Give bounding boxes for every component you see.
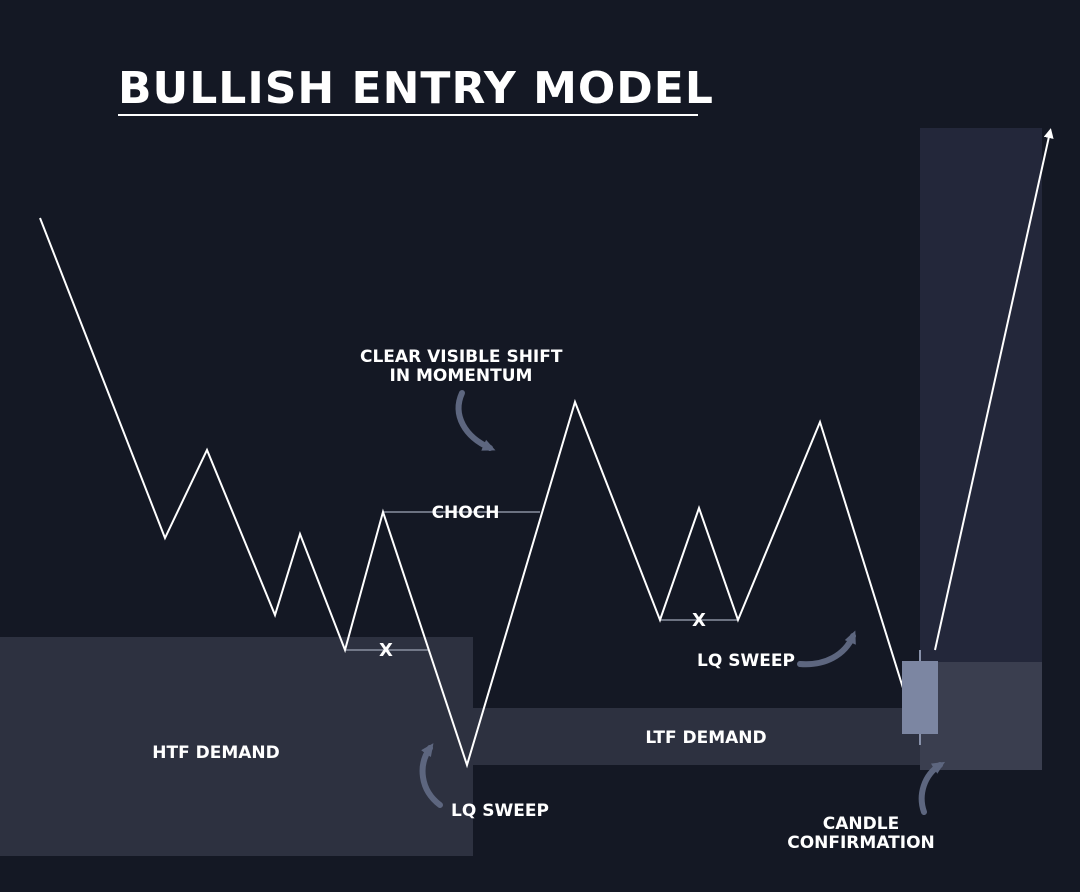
x-marker-left: X [379,640,393,661]
candle-confirmation-label: CANDLE CONFIRMATION [780,815,942,853]
candle-confirmation-line1: CANDLE [822,814,900,834]
breakout-arrow [934,128,1054,651]
candle-confirmation-arrow [918,761,946,815]
confirmation-lower-zone [920,662,1042,770]
htf-demand-zone [0,637,473,856]
lq-sweep-label-right: LQ SWEEP [697,651,795,671]
candle-body [902,661,938,734]
lq-sweep-right-arrow [797,630,856,668]
ltf-demand-zone [462,708,922,765]
shift-label-line1: CLEAR VISIBLE SHIFT [360,347,563,367]
candle-confirmation-line2: CONFIRMATION [787,833,935,853]
shift-label: CLEAR VISIBLE SHIFT IN MOMENTUM [360,348,562,386]
x-marker-right: X [692,610,706,631]
lq-sweep-label-left: LQ SWEEP [451,801,549,821]
ltf-demand-label: LTF DEMAND [645,728,767,748]
shift-label-line2: IN MOMENTUM [389,366,533,386]
price-path [39,217,904,769]
lq-sweep-left-arrow [419,743,443,808]
htf-demand-label: HTF DEMAND [152,743,280,763]
page-title: BULLISH ENTRY MODEL [118,63,714,114]
title-underline [118,114,698,116]
choch-label: CHOCH [431,503,500,523]
shift-arrow [455,390,496,451]
